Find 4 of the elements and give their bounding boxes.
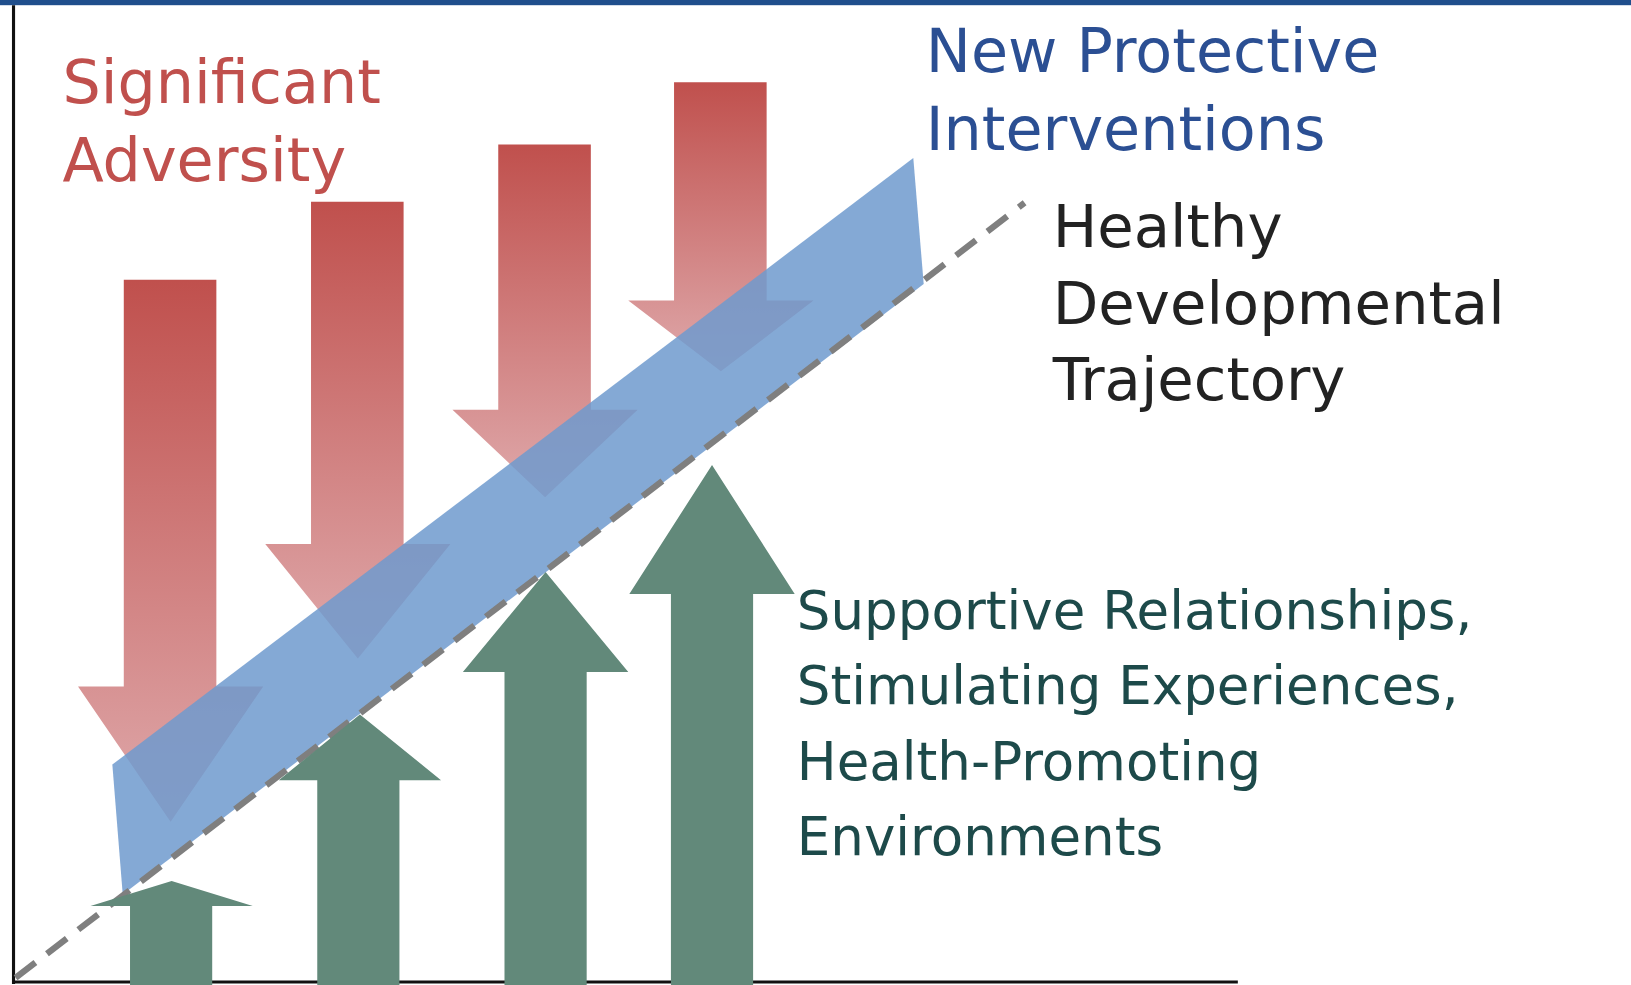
heading: Significant Adversity	[62, 45, 382, 198]
heading: New Protective Interventions	[925, 14, 1381, 167]
heading: Supportive Relationships, Stimulating Experiences, Health-Promoting Environments	[796, 579, 1474, 870]
heading: Healthy Developmental Trajectory	[1052, 190, 1506, 417]
